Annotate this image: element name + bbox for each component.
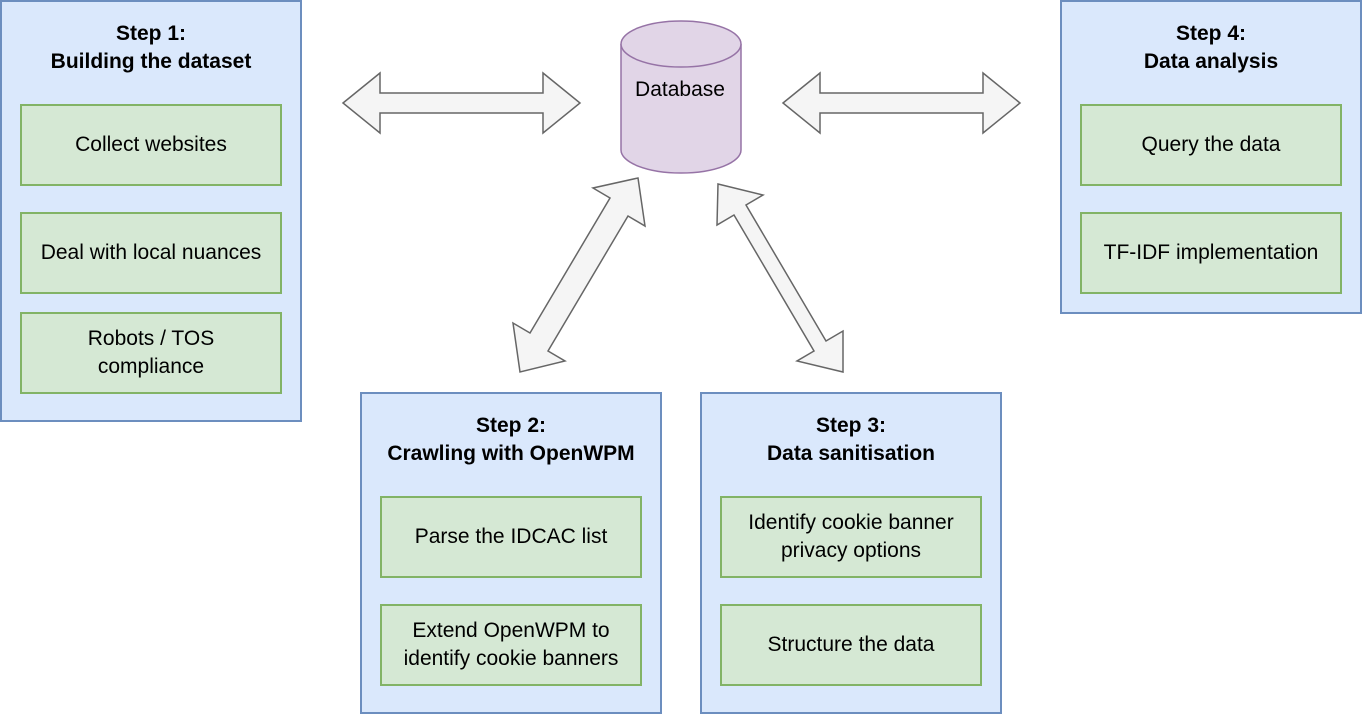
step-2-title: Step 2: Crawling with OpenWPM bbox=[362, 412, 660, 468]
step-2-number: Step 2: bbox=[475, 414, 546, 437]
double-arrow-database-step3 bbox=[716, 183, 844, 373]
step-3-title: Step 3: Data sanitisation bbox=[702, 412, 1000, 468]
task-local-nuances: Deal with local nuances bbox=[20, 212, 282, 294]
task-identify-privacy-options: Identify cookie banner privacy options bbox=[720, 496, 982, 578]
task-robots-tos: Robots / TOS compliance bbox=[20, 312, 282, 394]
step-3-name: Data sanitisation bbox=[766, 442, 936, 465]
double-arrow-database-step2 bbox=[512, 177, 646, 373]
double-arrow-database-step4 bbox=[781, 71, 1022, 135]
step-4-number: Step 4: bbox=[1175, 22, 1246, 45]
step-1-name: Building the dataset bbox=[50, 50, 252, 73]
step-1-number: Step 1: bbox=[115, 22, 186, 45]
task-structure-data: Structure the data bbox=[720, 604, 982, 686]
step-4-title: Step 4: Data analysis bbox=[1062, 20, 1360, 76]
database-cylinder bbox=[620, 20, 742, 174]
step-4-name: Data analysis bbox=[1143, 50, 1279, 73]
task-collect-websites: Collect websites bbox=[20, 104, 282, 186]
step-1-title: Step 1: Building the dataset bbox=[2, 20, 300, 76]
task-extend-openwpm: Extend OpenWPM to identify cookie banner… bbox=[380, 604, 642, 686]
database-label: Database bbox=[635, 78, 725, 101]
step-2-name: Crawling with OpenWPM bbox=[387, 442, 635, 465]
task-tfidf: TF-IDF implementation bbox=[1080, 212, 1342, 294]
task-parse-idcac: Parse the IDCAC list bbox=[380, 496, 642, 578]
task-query-data: Query the data bbox=[1080, 104, 1342, 186]
double-arrow-step1-database bbox=[341, 71, 582, 135]
step-3-number: Step 3: bbox=[815, 414, 886, 437]
